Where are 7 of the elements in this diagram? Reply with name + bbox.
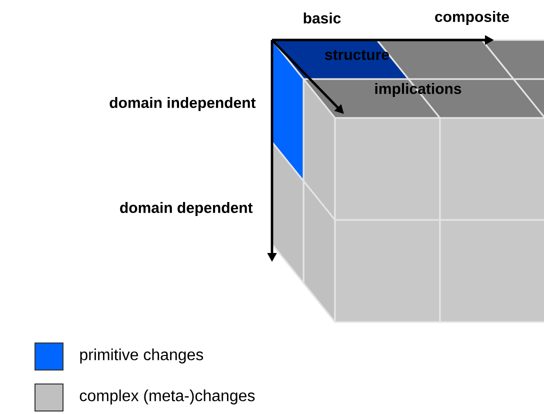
axis-label: domain independent bbox=[110, 97, 256, 111]
axis-label: composite bbox=[435, 11, 509, 25]
face-label: structure bbox=[325, 50, 389, 60]
axis-label: domain dependent bbox=[120, 202, 253, 216]
legend-text: complex (meta-)changes bbox=[80, 390, 255, 404]
axis-label: basic bbox=[304, 12, 341, 24]
legend-text: primitive changes bbox=[80, 348, 204, 364]
